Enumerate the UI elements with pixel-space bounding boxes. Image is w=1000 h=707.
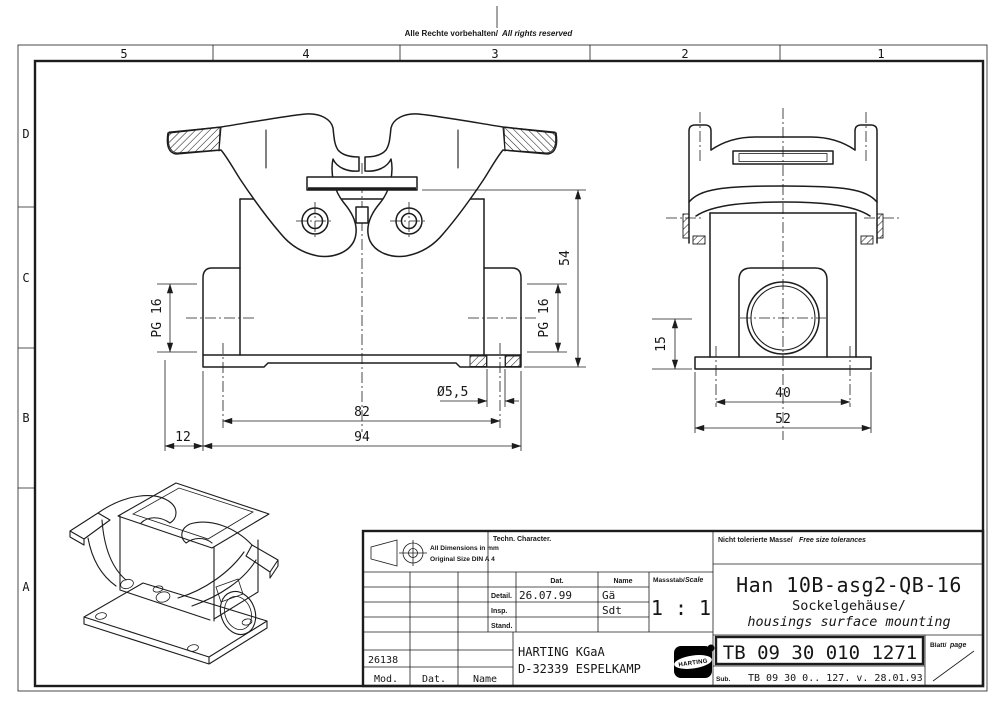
scale-label-de: Massstab/ <box>653 577 685 584</box>
footer-name-label: Name <box>473 674 497 685</box>
detail-name: Gä <box>602 589 615 602</box>
detail-date: 26.07.99 <box>519 589 572 602</box>
original-size-note: Original Size DIN A 4 <box>430 556 495 563</box>
dim-pg16-right: PG 16 <box>537 298 552 337</box>
footer-mod-label: Mod. <box>374 674 398 685</box>
dim-base-height-15: 15 <box>654 336 669 352</box>
scale-label-en: Scale <box>685 577 703 584</box>
zone-label-C: C <box>22 271 29 285</box>
harting-logo: HARTING <box>674 644 715 678</box>
part-name-de: Sockelgehäuse/ <box>792 598 906 614</box>
sub-value: TB 09 30 0.. 127. v. 28.01.93 <box>748 673 923 684</box>
projection-symbol-icon <box>370 539 427 567</box>
company-name: HARTING KGaA <box>518 645 605 659</box>
part-name-en: housings surface mounting <box>747 614 950 630</box>
dim-hole-pitch-82: 82 <box>354 405 370 420</box>
dim-height-54: 54 <box>558 250 573 266</box>
dim-depth-52: 52 <box>775 412 791 427</box>
zone-label-3: 3 <box>491 47 498 61</box>
company-address: D-32339 ESPELKAMP <box>518 662 641 676</box>
isometric-view-drawing <box>69 482 279 665</box>
tolerance-label-en: Free size tolerances <box>799 537 866 544</box>
dimensions-note: All Dimensions in mm <box>430 545 499 552</box>
dim-hole-diameter: Ø5,5 <box>437 385 468 400</box>
zone-label-A: A <box>22 580 30 594</box>
zone-label-5: 5 <box>120 47 127 61</box>
sheet-label-de: Blatt/ <box>930 642 947 649</box>
zone-label-1: 1 <box>877 47 884 61</box>
insp-name: Sdt <box>602 604 622 617</box>
tolerance-label-de: Nicht tolerierte Masse/ <box>718 537 793 544</box>
sheet-slash <box>932 650 975 682</box>
column-header-name: Name <box>613 578 632 585</box>
mod-number: 26138 <box>368 655 398 666</box>
footer-date-label: Dat. <box>422 674 446 685</box>
row-label-detail: Detail. <box>491 593 512 600</box>
front-view-drawing <box>166 113 558 432</box>
harting-logo-text: HARTING <box>678 658 708 668</box>
rights-notice-en: All rights reserved <box>501 29 573 38</box>
part-number: Han 10B-asg2-QB-16 <box>736 573 962 597</box>
drawing-number: TB 09 30 010 1271 <box>723 642 917 664</box>
rights-notice: Alle Rechte vorbehalten/ All rights rese… <box>405 29 574 38</box>
dim-width-94: 94 <box>354 430 370 445</box>
techn-character-label: Techn. Character. <box>493 536 551 543</box>
sub-label: Sub. <box>716 676 730 683</box>
zone-label-B: B <box>22 411 29 425</box>
dim-offset-12: 12 <box>175 430 191 445</box>
dim-hole-pitch-40: 40 <box>775 386 791 401</box>
zone-label-4: 4 <box>302 47 309 61</box>
sheet-label-en: page <box>949 642 966 649</box>
dim-pg16-left: PG 16 <box>150 298 165 337</box>
rights-notice-de: Alle Rechte vorbehalten/ <box>405 29 499 38</box>
front-view-dimensions: PG 16 PG 16 54 Ø5,5 82 94 12 <box>150 189 586 451</box>
scale-value: 1 : 1 <box>651 596 711 620</box>
side-view-drawing <box>666 108 900 440</box>
zone-label-2: 2 <box>681 47 688 61</box>
title-block: All Dimensions in mm Original Size DIN A… <box>361 529 985 688</box>
zone-label-D: D <box>22 127 29 141</box>
side-view-dimensions: 15 40 52 <box>652 318 872 433</box>
row-label-insp: Insp. <box>491 608 507 615</box>
row-label-stand: Stand. <box>491 623 512 630</box>
column-header-date: Dat. <box>550 578 563 585</box>
